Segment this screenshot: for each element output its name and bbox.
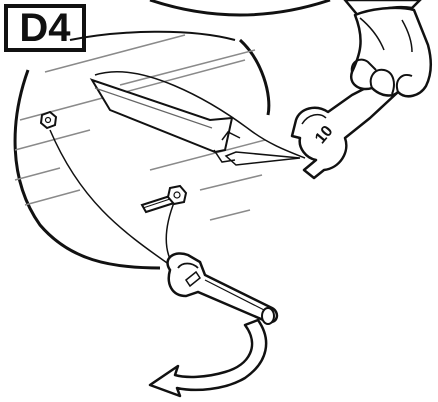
magnified-circle-icon bbox=[15, 32, 269, 268]
hex-nut-icon bbox=[41, 112, 56, 128]
hex-bolt-icon bbox=[142, 186, 186, 212]
top-callout-arc bbox=[150, 0, 330, 15]
curved-arrow-icon bbox=[150, 320, 266, 396]
callout-line-lower bbox=[50, 130, 170, 265]
open-end-wrench-icon bbox=[168, 253, 277, 324]
gloved-hand-icon bbox=[345, 0, 431, 96]
